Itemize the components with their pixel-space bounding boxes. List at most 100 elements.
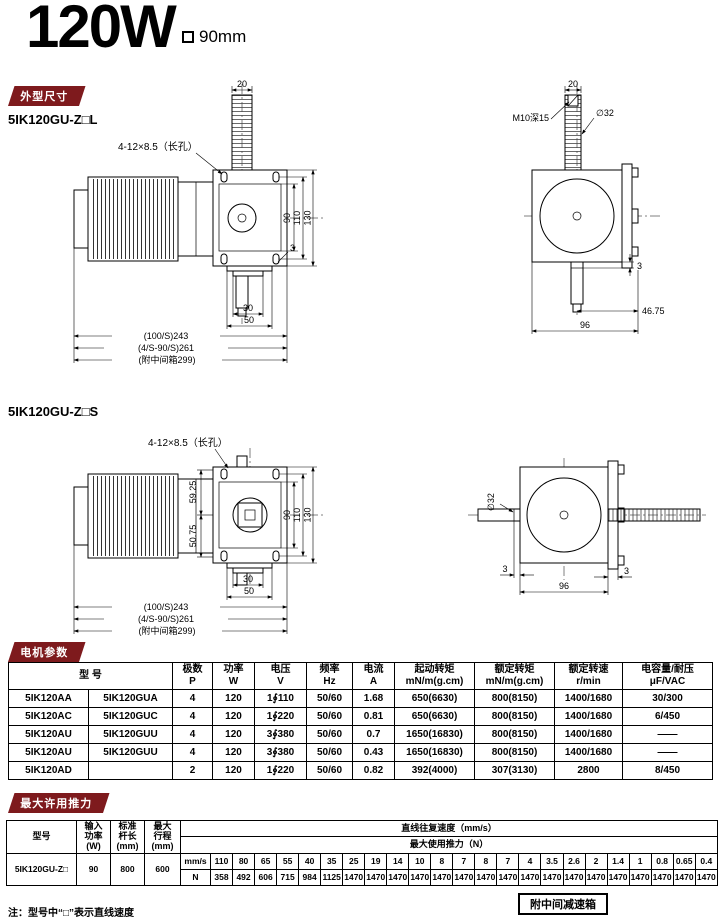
dim-3-side: 3 [637, 261, 642, 271]
motor-table-cell: 50/60 [306, 761, 353, 780]
side-view-labels: 20 M10深15 ∅32 3 46.75 96 [512, 79, 664, 330]
dim-slots: 4-12×8.5（长孔） [118, 141, 198, 153]
dim-len1: (100/S)243 [144, 602, 189, 612]
col-name: 起动转矩 [414, 664, 455, 675]
motor-table-cell: 0.82 [352, 761, 395, 780]
dim-3-left: 3 [502, 564, 507, 574]
dim-5925: 59.25 [188, 481, 198, 504]
motor-table-cell: 50/60 [306, 689, 353, 708]
motor-table-cell: 0.7 [352, 725, 395, 744]
dim-90: 90 [282, 213, 292, 223]
motor-table-cell: 120 [212, 689, 255, 708]
front-view-geometry [73, 448, 324, 592]
col-line: 杆长 [118, 830, 137, 841]
motor-table-cell: 120 [212, 743, 255, 762]
front-view-dimensions [73, 448, 317, 636]
speed-cell: 0.4 [694, 852, 719, 870]
slot-hole [220, 468, 228, 480]
thrust-power: 90 [76, 852, 111, 886]
force-cell: 1470 [452, 868, 476, 886]
dim-110: 110 [292, 508, 302, 522]
col-name: 电流 [363, 664, 384, 675]
speed-cell: 8 [430, 852, 454, 870]
speed-cell: 3.5 [540, 852, 564, 870]
motor-table-cell: 5IK120AD [8, 761, 89, 780]
motor-table-cell: —— [622, 743, 713, 762]
dim-3-right: 3 [624, 566, 629, 576]
force-cell: 1470 [364, 868, 388, 886]
force-cell: 1470 [386, 868, 410, 886]
motor-table-cell: 6/450 [622, 707, 713, 726]
col-unit: mN/m(g.cm) [405, 676, 464, 687]
motor-table-cell: —— [622, 725, 713, 744]
col-name: 电容量/耐压 [641, 664, 694, 675]
motor-col-model: 型 号 [8, 662, 173, 690]
dim-30: 30 [243, 303, 253, 313]
front-view-dimensions [73, 86, 317, 365]
motor-table-cell: 3∮380 [254, 743, 307, 762]
side-view-geometry [468, 458, 706, 580]
speed-cell: 80 [232, 852, 256, 870]
dim-96: 96 [580, 320, 590, 330]
speed-cell: 7 [496, 852, 520, 870]
motor-table-cell: 5IK120GUC [88, 707, 173, 726]
thrust-rod: 800 [110, 852, 145, 886]
drawing-outline-S: 4-12×8.5（长孔） 59.25 50.75 90 110 130 30 5… [73, 437, 706, 636]
force-cell: 1470 [694, 868, 719, 886]
motor-table-cell: 0.43 [352, 743, 395, 762]
motor-table-cell: 5IK120GUU [88, 743, 173, 762]
force-cell: 984 [298, 868, 322, 886]
section-badge-motor: 电机参数 [8, 642, 86, 662]
motor-table-cell: 1650(16830) [394, 743, 475, 762]
motor-table-cell: 1∮220 [254, 707, 307, 726]
side-view-labels: ∅32 3 3 96 [486, 493, 629, 591]
dim-4675: 46.75 [642, 306, 665, 316]
motor-table-cell: 120 [212, 707, 255, 726]
side-view-dimensions [499, 503, 632, 595]
force-cell: 1470 [584, 868, 608, 886]
col-line: 功率 [84, 830, 103, 841]
motor-table-cell: 2 [172, 761, 213, 780]
col-name: 极数 [182, 664, 203, 675]
motor-end-cap [73, 189, 89, 249]
col-name: 功率 [223, 664, 244, 675]
col-name: 额定转速 [568, 664, 609, 675]
motor-table-cell: 4 [172, 707, 213, 726]
col-unit: W [228, 676, 239, 687]
force-cell: 1470 [606, 868, 630, 886]
speed-cell: 1.4 [606, 852, 630, 870]
dim-shaft-width-side: 20 [568, 79, 578, 89]
dim-tap: M10深15 [512, 113, 549, 123]
speed-cell: 2 [584, 852, 608, 870]
dim-5075: 50.75 [188, 525, 198, 548]
gearbox-side-body [531, 169, 623, 263]
square-drive-hole [237, 502, 263, 528]
screw-shaft [231, 94, 253, 171]
slot-hole [220, 253, 228, 265]
thrust-header-row-1: 型号 输入功率(W) 标准杆长(mm) 最大行程(mm) 直线往复速度（mm/s… [6, 819, 718, 854]
badge-thrust-label: 最大许用推力 [20, 798, 93, 810]
dim-len2: (4/S-90/S)261 [138, 343, 194, 353]
motor-end-cap [73, 486, 89, 546]
motor-table-cell: 1400/1680 [554, 689, 623, 708]
side-view-dimensions [531, 86, 639, 334]
force-cell: 606 [254, 868, 278, 886]
mounting-bracket [621, 163, 633, 269]
motor-table-cell: 120 [212, 761, 255, 780]
motor-table-cell: 120 [212, 725, 255, 744]
motor-table-cell: 3∮380 [254, 725, 307, 744]
motor-table-cell: 1650(16830) [394, 725, 475, 744]
col-unit: A [369, 676, 378, 687]
speed-cell: 0.65 [672, 852, 696, 870]
thrust-head-force: 最大使用推力（N） [180, 836, 718, 854]
motor-table-cell: 5IK120AA [8, 689, 89, 708]
gearbox-side-body [519, 466, 609, 564]
front-view-labels: 4-12×8.5（长孔） 59.25 50.75 90 110 130 30 5… [138, 437, 313, 636]
motor-table-cell: 4 [172, 689, 213, 708]
